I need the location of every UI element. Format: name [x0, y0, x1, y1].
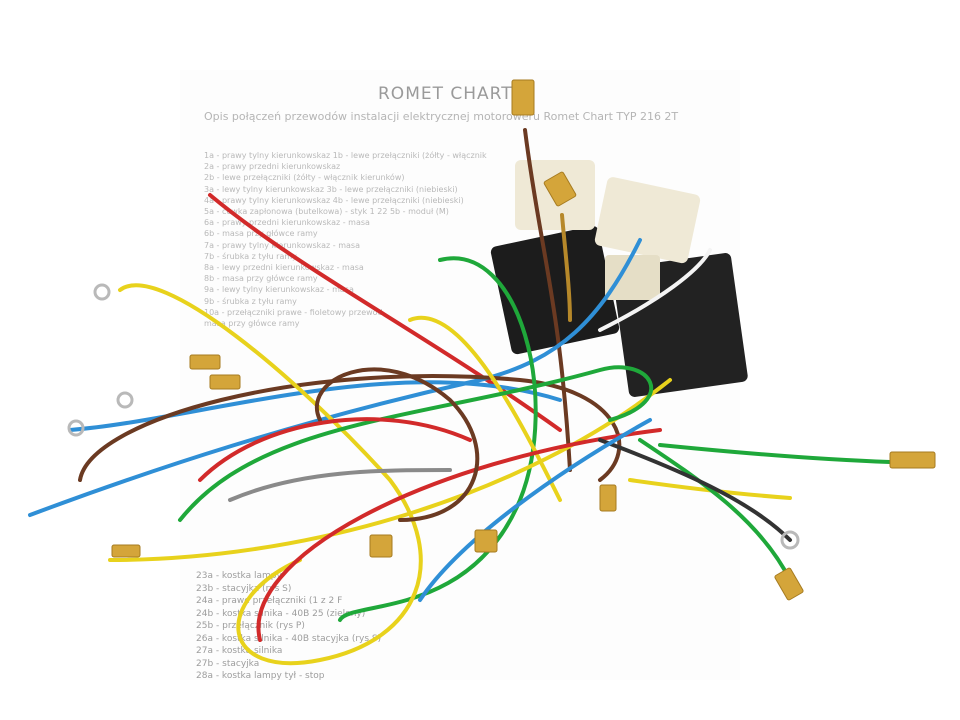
list-line: 3a - lewy tylny kierunkowskaz 3b - lewe … — [204, 184, 458, 194]
wire-green — [178, 365, 654, 522]
list-line: 5a - cewka zapłonowa (butelkowa) - styk … — [204, 207, 449, 217]
ring-terminal-icon — [93, 283, 111, 301]
wire-brown — [598, 438, 792, 542]
terminal-icon — [209, 374, 241, 390]
list-line: 10a - przełączniki prawe - fioletowy prz… — [204, 307, 383, 317]
list-line: 8b - masa przy główce ramy — [204, 274, 318, 284]
terminal-icon — [189, 354, 221, 370]
list-line: 28a - kostka lampy tył - stop — [196, 671, 325, 681]
wire-green — [658, 443, 892, 464]
ring-terminal-icon — [67, 419, 85, 437]
terminal-icon — [369, 534, 393, 558]
terminal-icon — [599, 484, 617, 512]
wire-brown — [314, 367, 480, 522]
wire-yellow — [108, 378, 672, 562]
wire-blue — [418, 418, 652, 602]
terminal-icon — [774, 567, 804, 601]
list-line: 25b - przełącznik (rys P) — [196, 621, 305, 631]
list-line: 6a - prawy przedni kierunkowskaz - masa — [204, 218, 370, 228]
list-line: 2b - lewe przełączniki (żółty - włącznik… — [204, 173, 405, 183]
terminal-icon — [474, 529, 498, 553]
list-line: 24a - prawe przełączniki (1 z 2 F — [196, 596, 343, 606]
ring-terminals — [67, 283, 800, 550]
terminal-icon — [111, 544, 141, 558]
wire-yellow — [408, 315, 562, 502]
list-line: 27a - kostka silnika — [196, 646, 283, 656]
list-line: 27b - stacyjka — [196, 658, 260, 669]
list-line: 4a - prawy tylny kierunkowskaz 4b - lewe… — [204, 195, 464, 205]
wire-yellow — [118, 283, 423, 666]
wire-blue — [28, 238, 642, 517]
ring-terminal-icon — [116, 391, 134, 409]
wire-brown — [523, 128, 572, 472]
list-line: 23a - kostka lampy — [196, 571, 282, 581]
list-line: 7a - prawy tylny kierunkowskaz - masa — [204, 240, 360, 250]
wire-grey — [228, 468, 452, 502]
wire-yellow — [560, 213, 572, 322]
terminal-icon — [889, 451, 936, 469]
wire-red — [256, 428, 662, 642]
wire-white — [598, 248, 712, 332]
wire-green — [338, 256, 538, 622]
wire-red — [198, 417, 472, 482]
list-line: 24b - kostka silnika - 40B 25 (zielony) — [196, 608, 366, 619]
document-title: ROMET CHART — [378, 84, 513, 104]
list-line: 9b - śrubka z tyłu ramy — [204, 296, 297, 306]
connection-list-bottom: 23a - kostka lampy 23b - stacyjka (rys S… — [196, 570, 381, 683]
wire-green — [638, 438, 792, 582]
list-line: 26a - kostka silnika - 40B stacyjka (rys… — [196, 633, 382, 644]
list-line: masa przy główce ramy — [204, 319, 300, 329]
list-line: 23b - stacyjka (rys S) — [196, 583, 292, 594]
wire-bundle — [28, 128, 892, 666]
list-line: 2a - prawy przedni kierunkowskaz — [204, 162, 341, 172]
brass-terminals — [111, 79, 936, 601]
list-line: 8a - lewy przedni kierunkowskaz - masa — [204, 263, 364, 273]
list-line: 9a - lewy tylny kierunkowskaz - masa — [204, 285, 354, 295]
document-subtitle: Opis połączeń przewodów instalacji elekt… — [204, 110, 679, 123]
list-line: 7b - śrubka z tyłu ramy — [204, 251, 297, 261]
list-line: 1a - prawy tylny kierunkowskaz 1b - lewe… — [204, 151, 487, 160]
ring-terminal-icon — [780, 530, 800, 550]
terminal-icon — [543, 171, 577, 207]
terminal-icon — [511, 79, 535, 116]
